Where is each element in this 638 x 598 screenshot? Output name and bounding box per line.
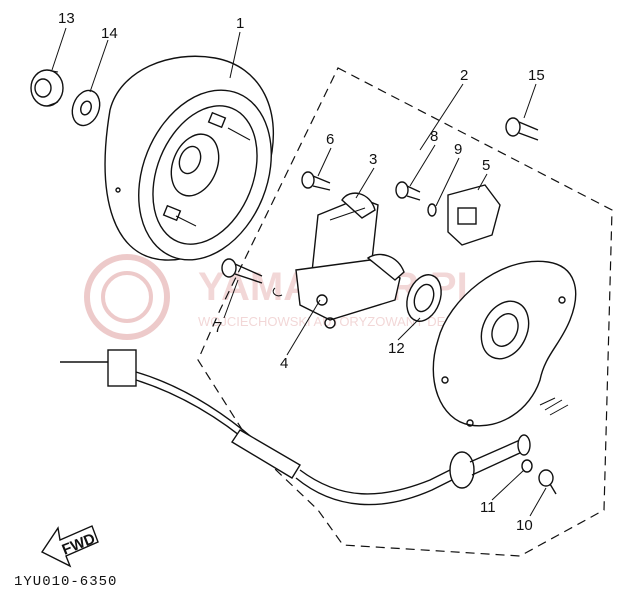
part-7-screw — [221, 258, 283, 297]
callout-8: 8 — [430, 128, 438, 145]
part-12-oil-seal — [406, 274, 442, 322]
wire-harness — [60, 349, 531, 506]
callouts: 13 14 1 2 15 6 3 8 9 5 7 4 12 11 10 — [58, 10, 545, 534]
part-3-charge-coil — [311, 192, 379, 281]
part-15-screw — [505, 117, 539, 141]
part-6-screw — [301, 171, 331, 191]
watermark-logo — [84, 254, 170, 340]
leader-lines — [51, 27, 547, 517]
part-5-bracket — [447, 184, 501, 246]
diagram-code: 1YU010-6350 — [14, 574, 117, 590]
part-11-washer — [521, 459, 533, 473]
callout-12: 12 — [388, 340, 405, 357]
part-9-washer — [427, 203, 437, 217]
callout-9: 9 — [454, 141, 462, 158]
callout-4: 4 — [280, 355, 288, 372]
assembly-outline — [197, 67, 613, 557]
callout-2: 2 — [460, 67, 468, 84]
fwd-label: FWD — [60, 530, 98, 559]
callout-6: 6 — [326, 131, 334, 148]
callout-10: 10 — [516, 517, 533, 534]
fwd-arrow: FWD — [40, 525, 99, 568]
callout-13: 13 — [58, 10, 75, 27]
callout-5: 5 — [482, 157, 490, 174]
part-4-source-coil — [295, 253, 405, 329]
callout-1: 1 — [236, 15, 244, 32]
part-14-washer — [71, 89, 101, 127]
callout-15: 15 — [528, 67, 545, 84]
callout-7: 7 — [214, 319, 222, 336]
part-13-nut — [30, 69, 64, 107]
callout-3: 3 — [369, 151, 377, 168]
callout-14: 14 — [101, 25, 118, 42]
part-10-screw — [538, 469, 557, 495]
part-1-flywheel — [104, 55, 275, 261]
part-8-screw — [395, 181, 421, 201]
stator-base-plate — [432, 260, 577, 427]
callout-11: 11 — [480, 499, 496, 516]
